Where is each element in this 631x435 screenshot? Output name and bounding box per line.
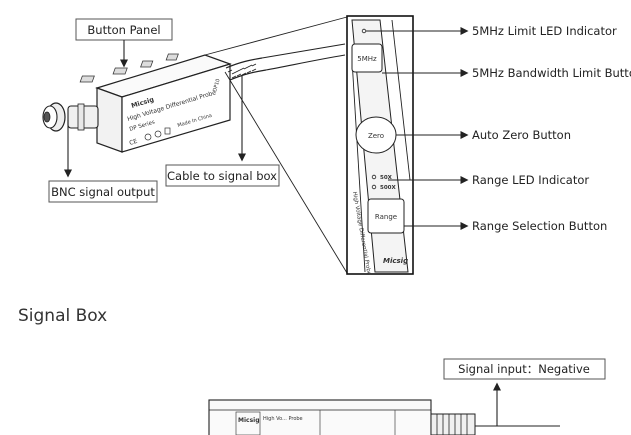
signal-box-label: High Vo... Probe: [263, 416, 303, 422]
svg-text:CE: CE: [129, 138, 139, 147]
probe-top-buttons: [79, 53, 179, 83]
zoomed-panel: 5MHz Zero 50X 500X Range High Voltage Di…: [346, 15, 414, 276]
probe-side-tag: DP10: [212, 78, 221, 92]
bnc-output-label: BNC signal output: [51, 185, 155, 199]
panel-brand: Micsig: [383, 257, 408, 265]
bnc-connector: [42, 102, 99, 132]
signal-input-label: Signal input：Negative: [458, 362, 590, 376]
signal-box-brand: Micsig: [238, 417, 260, 424]
limit-led-dot: [361, 28, 367, 34]
right-callouts: 5MHz Limit LED Indicator 5MHz Bandwidth …: [366, 24, 631, 233]
btn-5mhz[interactable]: 5MHz: [351, 43, 383, 73]
led-500x-label: 500X: [380, 185, 396, 191]
range-select-label: Range Selection Button: [472, 219, 607, 233]
led-50x-label: 50X: [380, 175, 393, 181]
btn-range[interactable]: Range: [367, 198, 405, 234]
cable-callout: Cable to signal box: [165, 76, 280, 187]
signal-box-connector: [430, 413, 560, 435]
btn-5mhz-label: 5MHz: [357, 55, 377, 63]
limit-led-label: 5MHz Limit LED Indicator: [472, 24, 617, 38]
bandwidth-btn-label: 5MHz Bandwidth Limit Button: [472, 66, 631, 80]
range-leds: 50X 500X: [371, 174, 396, 191]
btn-range-label: Range: [375, 213, 397, 221]
auto-zero-label: Auto Zero Button: [472, 128, 571, 142]
cable-label: Cable to signal box: [167, 169, 277, 183]
btn-zero-label: Zero: [368, 132, 384, 140]
cert-icons: CE: [129, 127, 171, 147]
zoom-lines: [204, 16, 348, 274]
section-heading: Signal Box: [18, 306, 108, 326]
range-led-label: Range LED Indicator: [472, 173, 589, 187]
button-panel-label: Button Panel: [87, 23, 160, 37]
cable: [225, 43, 346, 81]
btn-zero[interactable]: Zero: [355, 116, 397, 154]
probe-body: Micsig High Voltage Differential Probe D…: [79, 53, 232, 153]
button-panel-callout: Button Panel: [75, 18, 173, 68]
signal-box: Micsig High Vo... Probe: [208, 399, 560, 435]
signal-input-callout: Signal input：Negative: [443, 358, 606, 426]
bnc-output-callout: BNC signal output: [48, 120, 158, 203]
